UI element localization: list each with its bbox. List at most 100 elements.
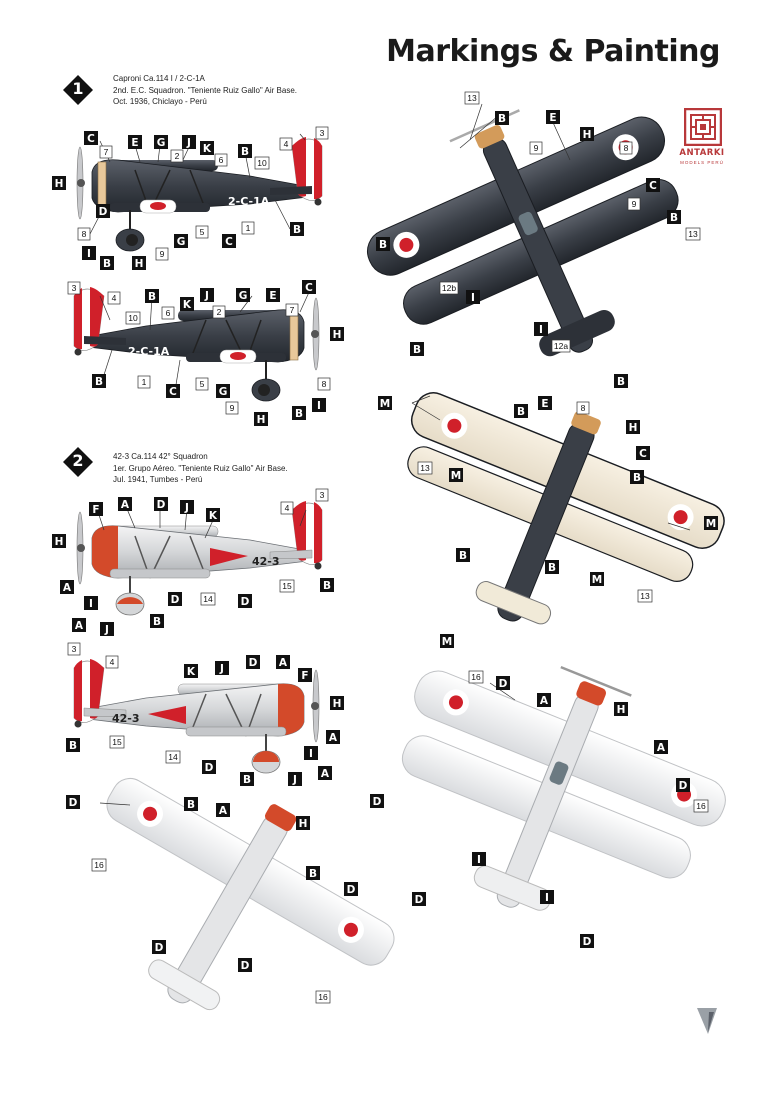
label-text: D	[69, 797, 78, 809]
label-tag: B	[495, 111, 509, 125]
number-tag: 8	[317, 377, 331, 391]
number-tag: 12b	[439, 281, 459, 295]
label-tag: H	[296, 816, 310, 830]
label-text: M	[451, 470, 461, 482]
number-tag: 13	[464, 91, 480, 105]
number-tag: 14	[165, 750, 181, 764]
label-tag: K	[180, 297, 194, 311]
label-text: F	[301, 670, 308, 682]
label-tag: B	[456, 548, 470, 562]
number-text: 1	[246, 223, 251, 233]
number-tag: 4	[280, 501, 294, 515]
number-text: 16	[94, 860, 104, 870]
label-text: G	[239, 290, 248, 302]
label-tag: B	[290, 222, 304, 236]
label-text: C	[87, 133, 95, 145]
number-tag: 4	[107, 291, 121, 305]
label-tag: D	[580, 934, 594, 948]
label-tag: B	[238, 144, 252, 158]
number-text: 3	[320, 490, 325, 500]
label-text: J	[219, 663, 224, 675]
label-tag: E	[266, 288, 280, 302]
label-text: B	[633, 472, 641, 484]
number-text: 8	[624, 143, 629, 153]
label-text: E	[269, 290, 276, 302]
number-text: 10	[257, 158, 267, 168]
label-tag: A	[118, 497, 132, 511]
label-text: D	[373, 796, 382, 808]
number-tag: 9	[627, 197, 641, 211]
label-text: M	[706, 518, 716, 530]
label-tag: H	[132, 256, 146, 270]
label-tag: B	[66, 738, 80, 752]
label-text: K	[187, 666, 196, 678]
label-text: B	[517, 406, 525, 418]
label-tag: A	[318, 766, 332, 780]
label-text: D	[415, 894, 424, 906]
label-text: H	[135, 258, 144, 270]
label-tag: A	[216, 803, 230, 817]
top-view-silver-right	[401, 665, 726, 911]
number-tag: 16	[468, 670, 484, 684]
number-text: 10	[128, 313, 138, 323]
number-text: 9	[160, 249, 165, 259]
label-tag: B	[306, 866, 320, 880]
label-tag: C	[646, 178, 660, 192]
label-text: K	[209, 510, 218, 522]
label-tag: D	[412, 892, 426, 906]
label-text: J	[104, 624, 109, 636]
number-text: 9	[534, 143, 539, 153]
label-text: H	[333, 698, 342, 710]
label-tag: H	[254, 412, 268, 426]
label-text: D	[679, 780, 688, 792]
label-text: A	[540, 695, 549, 707]
label-text: I	[89, 598, 93, 610]
label-text: G	[219, 386, 228, 398]
number-tag: 13	[417, 461, 433, 475]
bottom-view-cream	[407, 392, 725, 625]
caption-line: Oct. 1936, Chiclayo - Perú	[113, 97, 207, 106]
label-text: F	[92, 504, 99, 516]
label-text: B	[243, 774, 251, 786]
label-text: H	[617, 704, 626, 716]
number-tag: 16	[315, 990, 331, 1004]
label-text: B	[293, 224, 301, 236]
label-text: B	[498, 113, 506, 125]
label-tag: K	[184, 664, 198, 678]
number-tag: 8	[576, 401, 590, 415]
label-tag: D	[238, 594, 252, 608]
registration-text: 42-3	[112, 712, 140, 725]
number-text: 7	[104, 147, 109, 157]
label-tag: B	[514, 404, 528, 418]
label-tag: C	[302, 280, 316, 294]
label-text: B	[548, 562, 556, 574]
page-title: Markings & Painting	[386, 34, 720, 69]
number-text: 3	[72, 644, 77, 654]
label-text: G	[177, 236, 186, 248]
label-tag: B	[545, 560, 559, 574]
label-tag: J	[100, 622, 114, 636]
number-tag: 15	[279, 579, 295, 593]
label-tag: D	[496, 676, 510, 690]
number-tag: 8	[77, 227, 91, 241]
number-text: 13	[640, 591, 650, 601]
label-text: B	[148, 291, 156, 303]
label-tag: B	[150, 614, 164, 628]
label-tag: E	[128, 135, 142, 149]
label-tag: B	[320, 578, 334, 592]
registration-text: 2-C-1A	[228, 195, 270, 208]
label-tag: M	[449, 468, 463, 482]
label-tag: A	[72, 618, 86, 632]
label-text: A	[279, 657, 288, 669]
label-tag: H	[330, 327, 344, 341]
label-tag: C	[84, 131, 98, 145]
label-text: C	[649, 180, 657, 192]
number-tag: 16	[693, 799, 709, 813]
number-text: 2	[217, 307, 222, 317]
number-tag: 9	[155, 247, 169, 261]
label-text: C	[639, 448, 647, 460]
label-text: H	[55, 536, 64, 548]
number-text: 4	[112, 293, 117, 303]
scheme-number-badge: 2	[62, 446, 94, 478]
label-tag: C	[222, 234, 236, 248]
